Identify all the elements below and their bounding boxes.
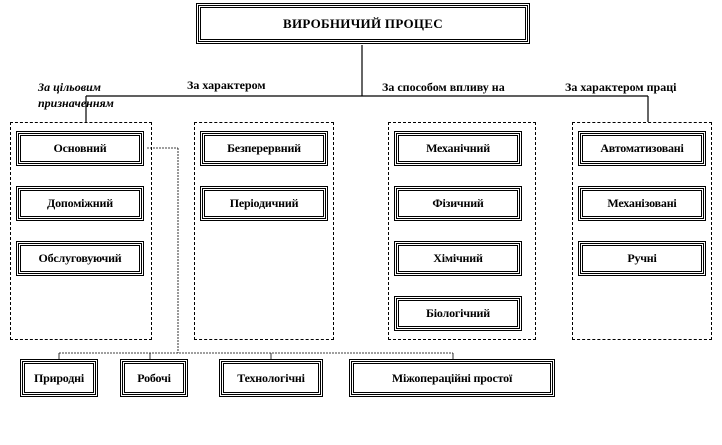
category-label-influence: За способом впливу на <box>382 80 505 94</box>
category-label-labor: За характером праці <box>565 80 677 94</box>
category-label-purpose-line2: призначенням <box>38 96 114 110</box>
item-mechanized: Механізовані <box>578 186 706 221</box>
group-character <box>194 122 334 340</box>
category-label-character: За характером <box>187 78 266 92</box>
bottom-natural: Природні <box>20 359 98 397</box>
item-main: Основний <box>16 131 144 166</box>
item-servicing: Обслуговуючий <box>16 241 144 276</box>
group-purpose <box>10 122 152 340</box>
bottom-interoperational-idle: Міжопераційні простої <box>349 359 555 397</box>
item-auxiliary: Допоміжний <box>16 186 144 221</box>
group-influence <box>388 122 536 340</box>
item-physical: Фізичний <box>394 186 522 221</box>
item-continuous: Безперервний <box>200 131 328 166</box>
group-labor <box>572 122 712 340</box>
title-box: ВИРОБНИЧИЙ ПРОЦЕС <box>196 3 530 44</box>
item-periodic: Періодичний <box>200 186 328 221</box>
category-label-purpose-line1: За цільовим <box>38 80 102 94</box>
item-biological: Біологічний <box>394 296 522 331</box>
bottom-working: Робочі <box>120 359 188 397</box>
item-mechanical: Механічний <box>394 131 522 166</box>
item-automated: Автоматизовані <box>578 131 706 166</box>
item-manual: Ручні <box>578 241 706 276</box>
item-chemical: Хімічний <box>394 241 522 276</box>
bottom-technological: Технологічні <box>219 359 323 397</box>
